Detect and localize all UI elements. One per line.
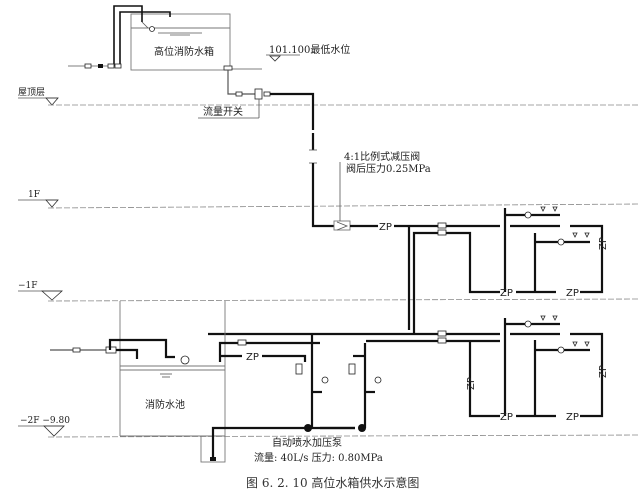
pump-spec: 流量: 40L/s 压力: 0.80MPa: [254, 451, 383, 464]
prv-label-line2: 阀后压力0.25MPa: [346, 162, 431, 175]
pipe-code: ZP: [500, 288, 513, 299]
pipe-code: ZP: [598, 237, 609, 250]
prv-label-line1: 4:1比例式减压阀: [344, 150, 420, 163]
flow-switch-label: 流量开关: [203, 105, 243, 118]
tank-outlet-pipe: 流量开关: [198, 65, 315, 130]
level-label-roof: 屋顶层: [18, 87, 45, 98]
distribution-1f: ZP: [350, 222, 500, 334]
pipe-code: ZP: [566, 288, 579, 299]
level-roof: 屋顶层: [18, 87, 640, 106]
fire-water-pool: 消防水池: [50, 301, 355, 463]
sprinkler-branch-minus1f: ZP ZP ZP: [500, 315, 609, 423]
tank-label: 高位消防水箱: [154, 45, 214, 58]
pipe-code: ZP: [466, 377, 477, 390]
pipe-code: ZP: [566, 412, 579, 423]
distribution-minus1f: ZP: [208, 330, 500, 418]
level-minus2f: −2F −9.80: [18, 416, 640, 438]
level-minus1f: −1F: [18, 281, 640, 302]
level-1f: 1F: [18, 190, 640, 209]
high-level-fire-tank: 高位消防水箱 101.100最低水位: [68, 5, 350, 71]
pipe-code: ZP: [379, 222, 392, 233]
pool-label: 消防水池: [145, 398, 185, 411]
pipe-code: ZP: [598, 365, 609, 378]
riser-pipe: 4:1比例式减压阀 阀后压力0.25MPa: [309, 133, 431, 231]
pipe-code: ZP: [246, 352, 259, 363]
level-label-minus1f: −1F: [18, 281, 38, 291]
level-label-minus2f: −2F −9.80: [20, 416, 70, 426]
pump-station: ZP 自动喷水加压泵 流量: 40L/s 压力: 0.80MPa: [218, 334, 383, 464]
figure-caption: 图 6. 2. 10 高位水箱供水示意图: [246, 475, 419, 490]
sprinkler-branch-1f: ZP ZP ZP: [500, 206, 609, 299]
pipe-code: ZP: [500, 412, 513, 423]
level-label-1f: 1F: [28, 190, 40, 200]
pump-label: 自动喷水加压泵: [272, 436, 342, 449]
min-water-level-label: 101.100最低水位: [269, 43, 350, 56]
